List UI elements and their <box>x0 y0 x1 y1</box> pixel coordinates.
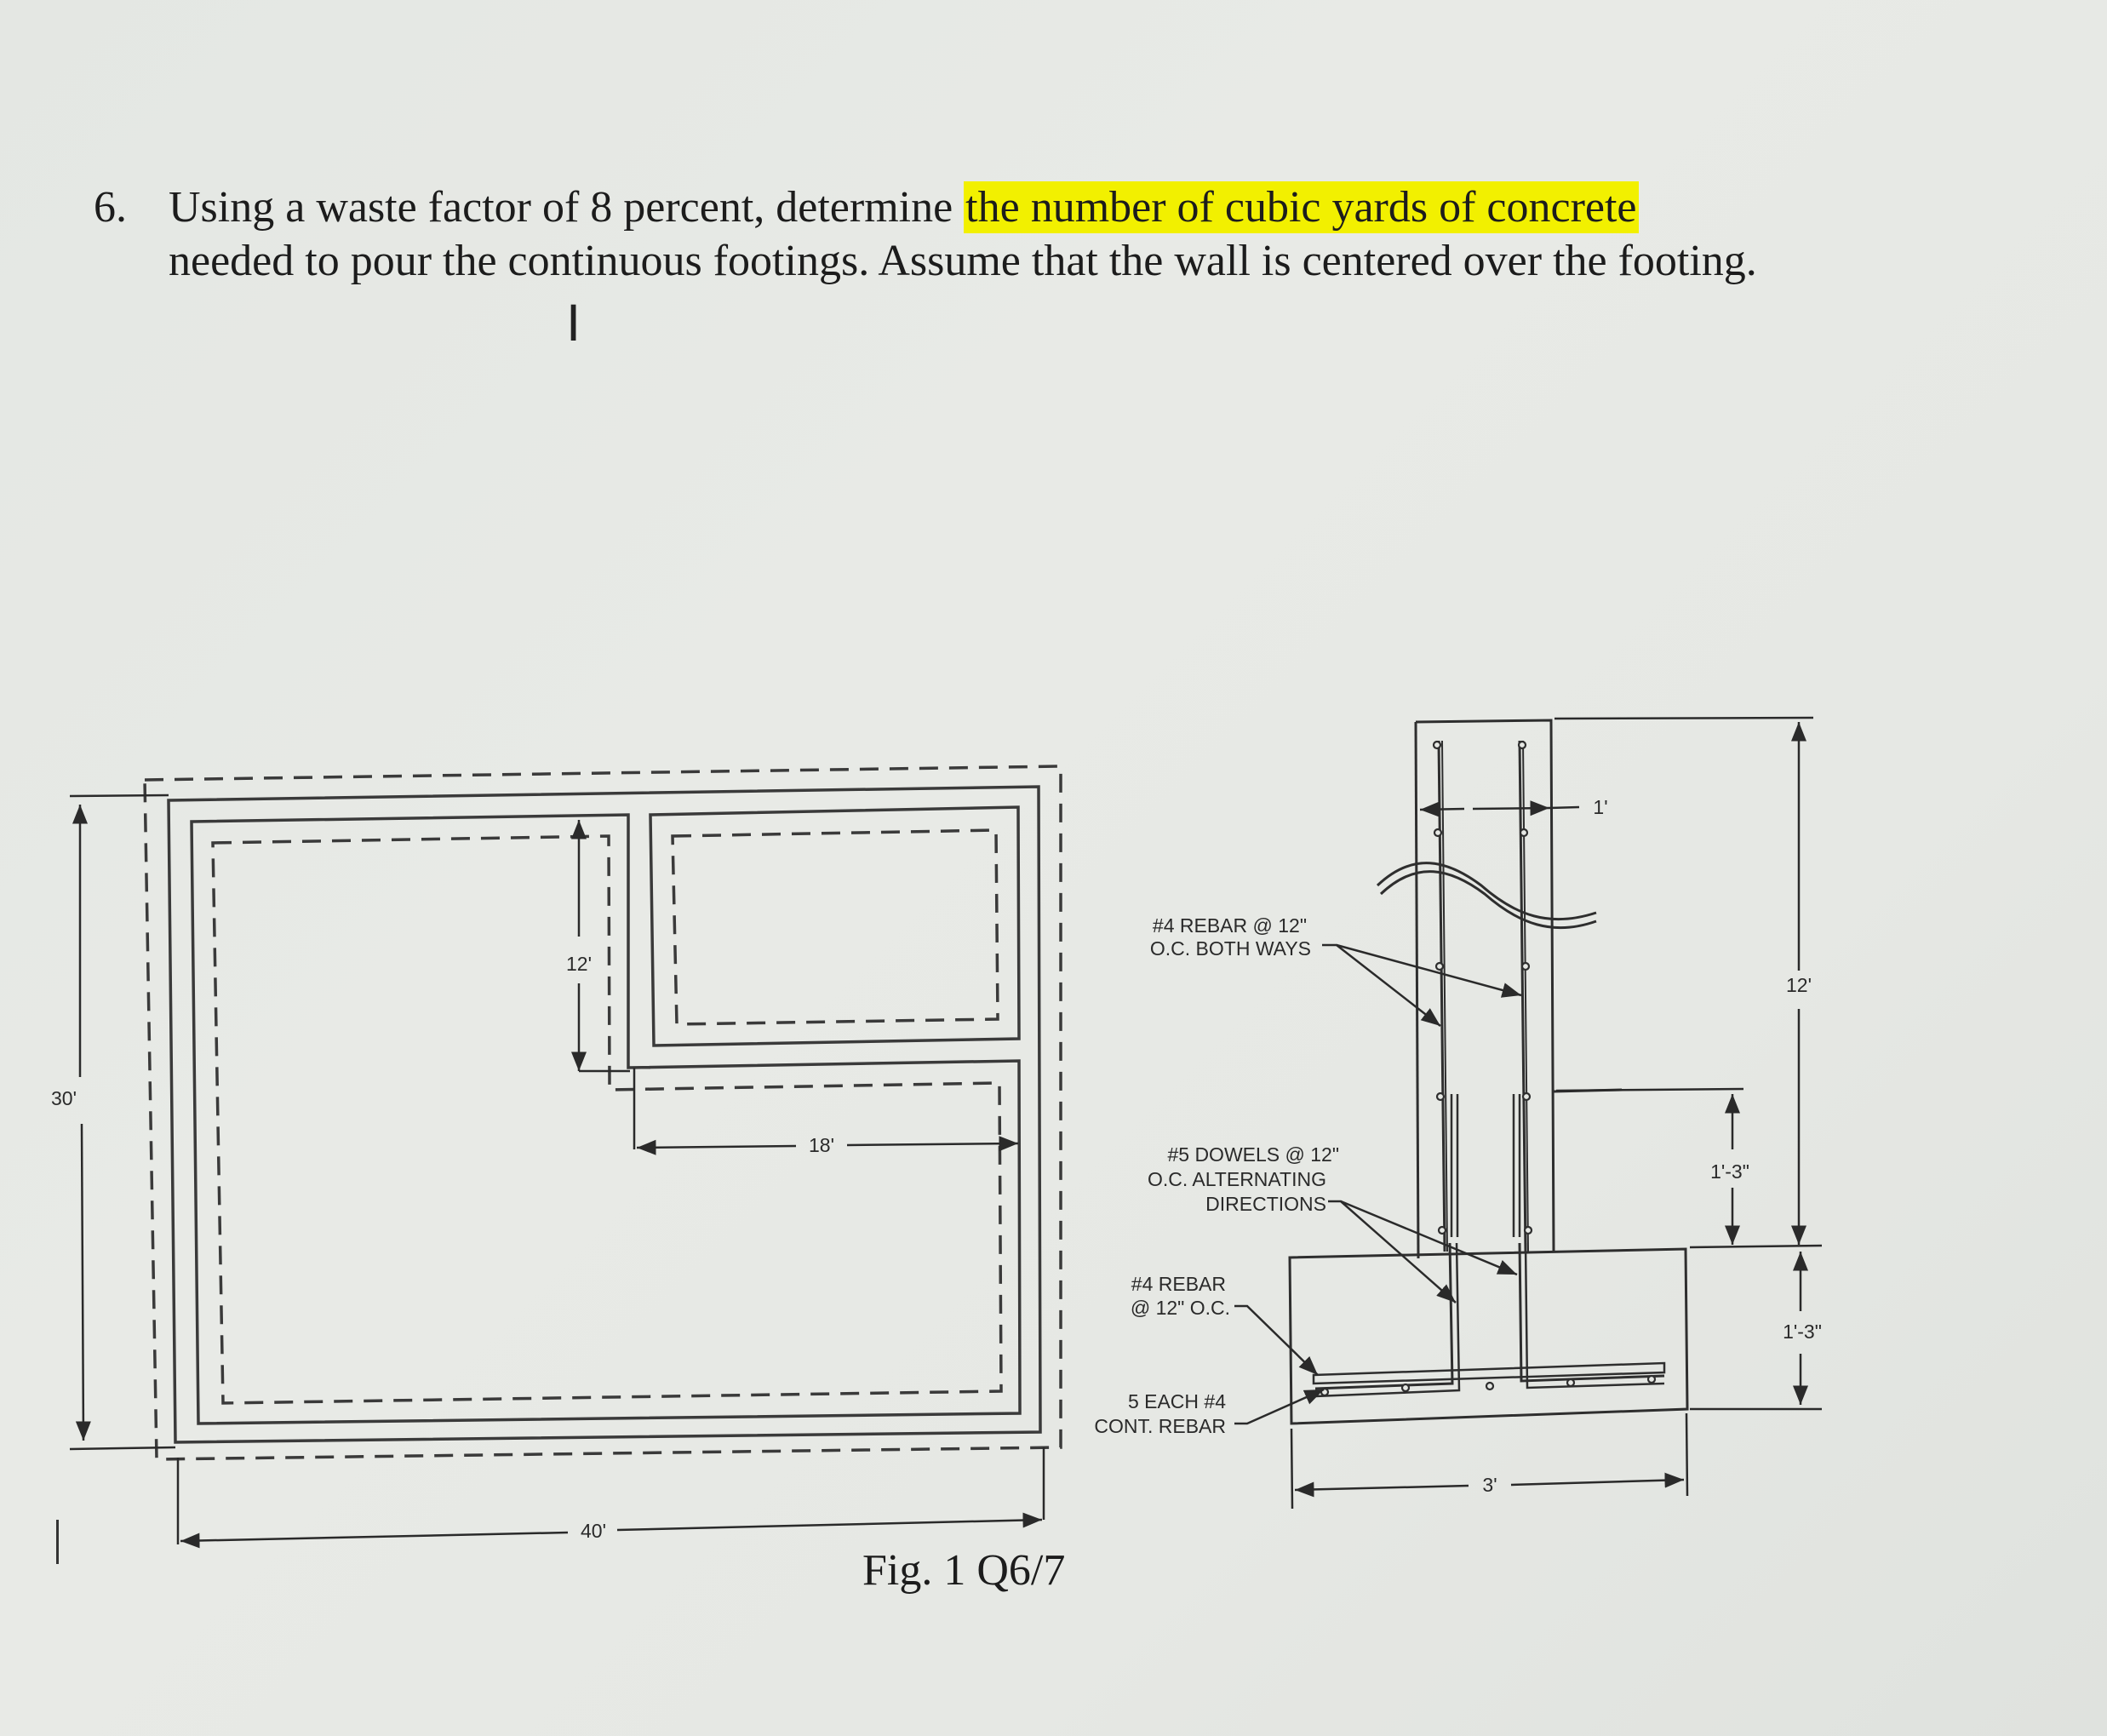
figure-caption: Fig. 1 Q6/7 <box>862 1546 1066 1595</box>
dim-12ft-section-label: 12' <box>1786 974 1812 996</box>
dowel-left-top <box>1450 1094 1459 1237</box>
note-dowels-1: #5 DOWELS @ 12" <box>1167 1143 1339 1166</box>
question-number: 6. <box>94 183 127 232</box>
upper-room-wall-outer <box>649 805 1021 1047</box>
break-line <box>1376 862 1597 921</box>
question-line-2: needed to pour the continuous footings. … <box>169 237 1757 285</box>
text-cursor-icon: I <box>566 295 581 352</box>
leader-lines <box>1234 943 1522 1425</box>
dim-30ft-label: 30' <box>51 1087 77 1109</box>
vertical-rebar-left <box>1437 740 1446 1252</box>
wall-outline <box>1415 719 1555 1252</box>
dim-40ft-label: 40' <box>581 1520 606 1542</box>
note-cont-rebar-1: 5 EACH #4 <box>1128 1390 1226 1412</box>
note-dowels-2: O.C. ALTERNATING <box>1148 1168 1326 1190</box>
footing-outline <box>1288 1247 1689 1425</box>
dim-dowel-height-label: 1'-3" <box>1710 1160 1749 1183</box>
dim-1ft-label: 1' <box>1593 796 1607 818</box>
note-footing-rebar-2: @ 12" O.C. <box>1131 1297 1230 1319</box>
dowel-left-bent <box>1314 1242 1454 1390</box>
plan-dimensions <box>69 794 1045 1549</box>
question-text-plain: Using a waste factor of 8 percent, deter… <box>169 183 965 232</box>
note-vertical-rebar-2: O.C. BOTH WAYS <box>1150 937 1311 960</box>
highlighted-text[interactable]: the number of cubic yards of concrete <box>964 181 1639 233</box>
foundation-plan <box>143 765 1062 1461</box>
note-footing-rebar-1: #4 REBAR <box>1131 1273 1226 1295</box>
footing-transverse-rebar <box>1312 1361 1666 1385</box>
dim-12ft-plan-label: 12' <box>566 953 592 975</box>
dim-3ft-label: 3' <box>1482 1474 1497 1496</box>
inner-footing-outline-l <box>211 834 1003 1405</box>
outer-footing-outline <box>143 765 1062 1461</box>
upper-room-footing-dashed <box>671 828 999 1026</box>
section-dimensions <box>1290 716 1823 1510</box>
outer-wall-outer-line <box>167 785 1042 1444</box>
outer-wall-inner-line <box>190 813 1022 1425</box>
dowel-right-bent <box>1518 1242 1665 1383</box>
vertical-rebar-right <box>1518 740 1527 1252</box>
dowel-right-top <box>1512 1094 1521 1237</box>
note-vertical-rebar-1: #4 REBAR @ 12" <box>1153 914 1307 937</box>
dim-footing-depth-label: 1'-3" <box>1783 1321 1822 1343</box>
note-dowels-3: DIRECTIONS <box>1205 1193 1326 1215</box>
question-line-1: Using a waste factor of 8 percent, deter… <box>169 180 1639 234</box>
wall-section <box>1288 719 1689 1425</box>
note-cont-rebar-2: CONT. REBAR <box>1094 1415 1226 1437</box>
dim-18ft-label: 18' <box>809 1134 834 1156</box>
margin-mark <box>56 1520 59 1564</box>
